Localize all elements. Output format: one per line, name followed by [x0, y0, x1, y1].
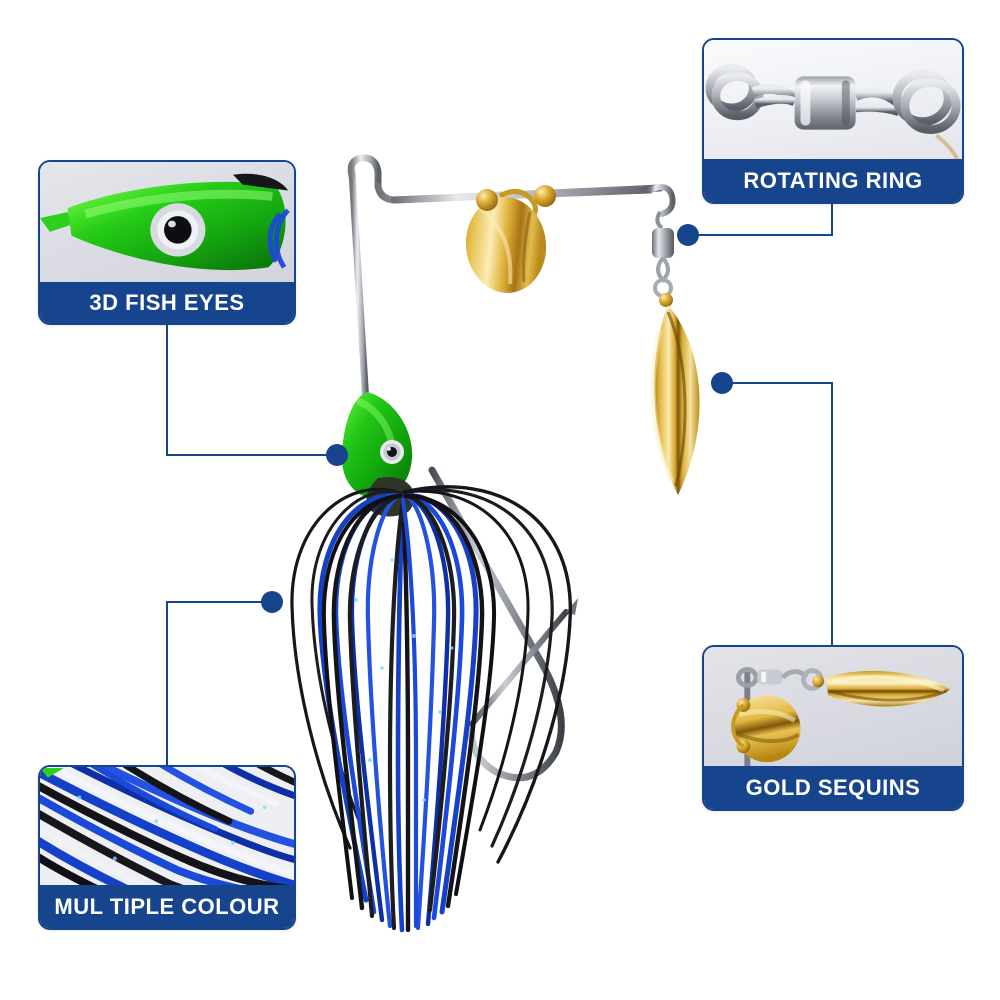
multiple-colour-connector-dot	[261, 591, 283, 613]
brass-bead	[534, 185, 556, 207]
fish-eyes-connector-dot	[326, 444, 348, 466]
gold-sequins-connector-vertical	[831, 382, 833, 646]
rotating-ring-connector-horizontal	[697, 234, 832, 236]
multiple-colour-photo	[40, 767, 294, 889]
silicone-skirt	[290, 477, 572, 933]
callout-multiple-colour[interactable]: MUL TIPLE COLOUR	[38, 765, 296, 930]
willow-blade	[650, 305, 700, 495]
callout-rotating-ring[interactable]: ROTATING RING	[702, 38, 964, 204]
gold-sequins-label: GOLD SEQUINS	[704, 766, 962, 809]
rotating-ring-label: ROTATING RING	[704, 159, 962, 202]
rotating-ring-connector-vertical	[831, 204, 833, 236]
brass-bead	[476, 189, 498, 211]
rotating-ring-connector-dot	[677, 224, 699, 246]
multiple-colour-label: MUL TIPLE COLOUR	[40, 885, 294, 928]
callout-fish-eyes[interactable]: 3D FISH EYES	[38, 160, 296, 325]
gold-sequins-connector-dot	[711, 372, 733, 394]
multiple-colour-connector-vertical	[166, 601, 168, 766]
rotating-ring-photo	[704, 40, 962, 163]
colorado-blade	[465, 189, 547, 293]
jig-head	[341, 392, 413, 499]
gold-sequins-photo	[704, 647, 962, 770]
callout-gold-sequins[interactable]: GOLD SEQUINS	[702, 645, 964, 811]
swivel-assembly	[652, 210, 674, 307]
gold-sequins-connector-horizontal	[731, 382, 832, 384]
fish-eyes-photo	[40, 162, 294, 284]
fish-eyes-label: 3D FISH EYES	[40, 282, 294, 323]
fish-eyes-connector-vertical	[166, 325, 168, 455]
fish-eyes-connector-horizontal	[166, 454, 329, 456]
multiple-colour-connector-horizontal	[166, 601, 266, 603]
